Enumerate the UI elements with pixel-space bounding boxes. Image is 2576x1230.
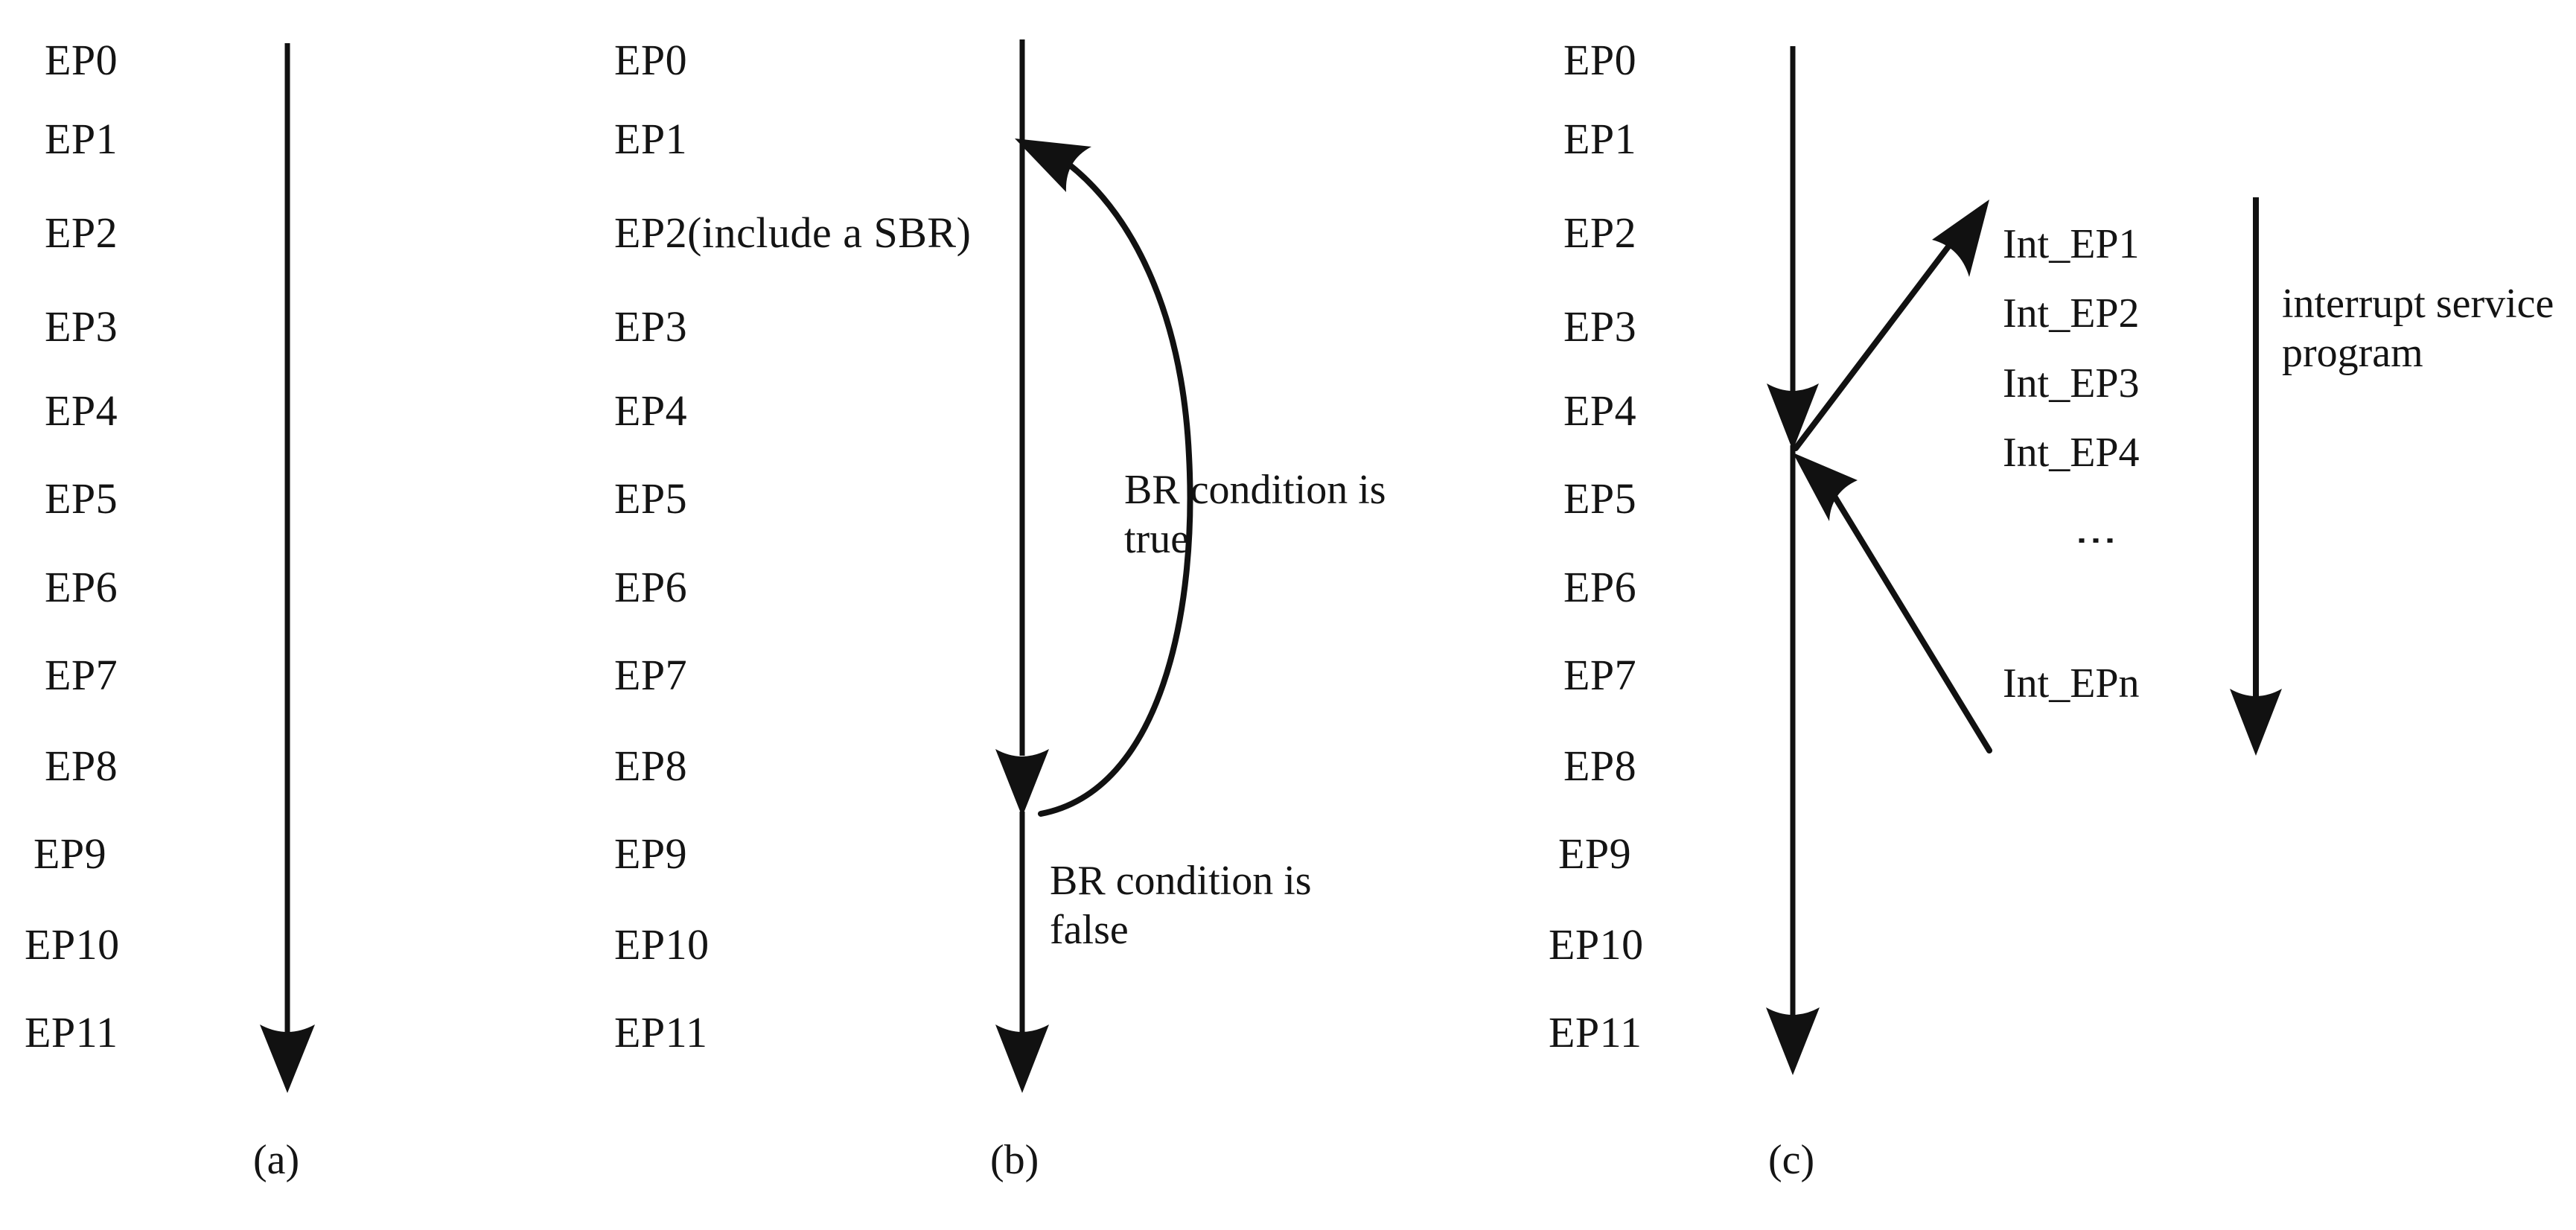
panel-c-ep-label: EP1: [1563, 115, 1637, 163]
interrupt-ep-label: Int_EP3: [2003, 360, 2140, 407]
panel-a-ep-label: EP0: [45, 36, 118, 84]
panel-b-ep-label: EP4: [614, 386, 688, 435]
panel-b-ep-label: EP5: [614, 474, 688, 523]
panel-a-ep-label: EP5: [45, 474, 118, 523]
panel-b-ep-label: EP0: [614, 36, 688, 84]
panel-a-ep-label: EP11: [25, 1008, 118, 1057]
interrupt-service-arrow: [2230, 197, 2282, 756]
panel-a-caption: (a): [253, 1137, 300, 1183]
panel-a-ep-label: EP8: [45, 742, 118, 790]
panel-a-ep-label: EP7: [45, 651, 118, 699]
panel-a-ep-label: EP1: [45, 115, 118, 163]
panel-b-ep-label-sbr: EP2(include a SBR): [614, 208, 972, 257]
branch-false-note: BR condition is false: [1050, 858, 1312, 954]
panel-c-ep-label: EP8: [1563, 742, 1637, 790]
panel-a-ep-label: EP6: [45, 563, 118, 611]
panel-c-ep-label: EP0: [1563, 36, 1637, 84]
panel-c-ep-label: EP6: [1563, 563, 1637, 611]
panel-a-ep-label: EP4: [45, 386, 118, 435]
panel-b-ep-label: EP1: [614, 115, 688, 163]
panel-b-ep-label: EP10: [614, 920, 710, 969]
panel-b-ep-label: EP6: [614, 563, 688, 611]
panel-c-ep-label: EP11: [1549, 1008, 1642, 1057]
panel-b-ep-label: EP8: [614, 742, 688, 790]
interrupt-ep-label: Int_EP2: [2003, 290, 2140, 337]
panel-b-ep-label: EP3: [614, 302, 688, 351]
panel-a-flow-arrow: [260, 43, 315, 1093]
panel-c-ep-label: EP2: [1563, 208, 1637, 257]
panel-b-ep-label: EP11: [614, 1008, 708, 1057]
panel-c-ep-label: EP10: [1549, 920, 1644, 969]
interrupt-entry-arrow: [1793, 200, 1989, 451]
branch-true-note: BR condition is true: [1124, 467, 1386, 563]
interrupt-ep-label-last: Int_EPn: [2003, 660, 2140, 707]
panel-a-ep-label: EP10: [25, 920, 120, 969]
panel-c-ep-label: EP7: [1563, 651, 1637, 699]
panel-c-ep-label: EP3: [1563, 302, 1637, 351]
interrupt-return-arrow: [1793, 453, 1992, 753]
panel-c-ep-label: EP9: [1558, 829, 1632, 878]
interrupt-ep-label: Int_EP4: [2003, 430, 2140, 476]
panel-c-caption: (c): [1768, 1137, 1815, 1183]
panel-c-ep-label: EP4: [1563, 386, 1637, 435]
panel-c-flow-arrow: [1766, 46, 1820, 1075]
vertical-ellipsis-icon: ⋮: [2073, 520, 2120, 561]
panel-b-flow-arrow: [995, 39, 1049, 1093]
panel-b-ep-label: EP9: [614, 829, 688, 878]
panel-b-caption: (b): [990, 1137, 1039, 1183]
panel-c-ep-label: EP5: [1563, 474, 1637, 523]
panel-a-ep-label: EP3: [45, 302, 118, 351]
panel-a-ep-label: EP9: [34, 829, 107, 878]
panel-b-ep-label: EP7: [614, 651, 688, 699]
panel-a-ep-label: EP2: [45, 208, 118, 257]
interrupt-service-note: interrupt service program: [2282, 281, 2554, 377]
interrupt-ep-label: Int_EP1: [2003, 221, 2140, 267]
